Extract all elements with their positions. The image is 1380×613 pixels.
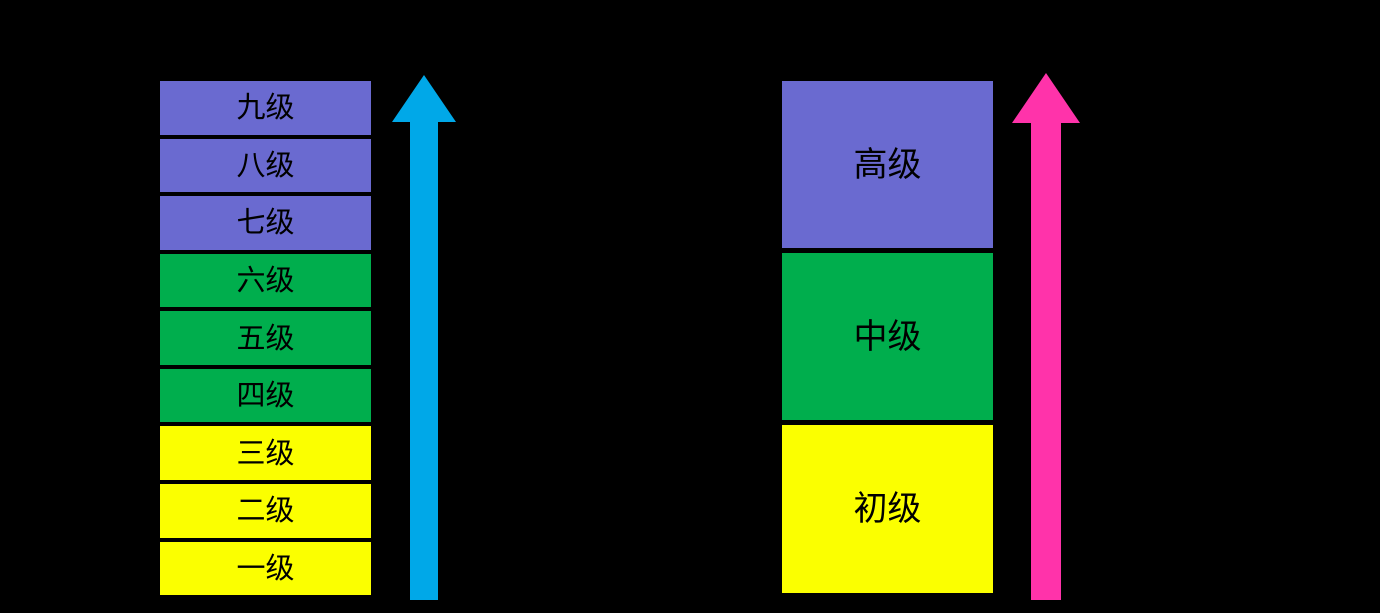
tier-label: 初级 bbox=[853, 489, 922, 529]
tier-label: 中级 bbox=[853, 316, 922, 357]
level-block-1[interactable]: 一级 bbox=[160, 541, 371, 596]
level-block-6[interactable]: 六级 bbox=[160, 253, 371, 308]
level-block-5[interactable]: 五级 bbox=[160, 311, 371, 365]
level-block-2[interactable]: 二级 bbox=[160, 483, 371, 538]
level-block-4[interactable]: 四级 bbox=[160, 368, 371, 423]
nine-level-ladder: 九级 八级 七级 六级 五级 四级 三级 二级 一级 bbox=[160, 81, 371, 596]
level-label: 九级 bbox=[236, 90, 295, 125]
tier-block-high[interactable]: 高级 bbox=[782, 81, 993, 248]
three-tier-ladder: 高级 中级 初级 bbox=[782, 81, 993, 593]
level-block-8[interactable]: 八级 bbox=[160, 138, 371, 193]
level-label: 七级 bbox=[236, 205, 295, 240]
level-label: 三级 bbox=[236, 435, 295, 470]
level-label: 八级 bbox=[236, 147, 295, 182]
level-label: 二级 bbox=[236, 493, 295, 528]
level-block-3[interactable]: 三级 bbox=[160, 426, 371, 480]
up-arrow-icon-left bbox=[392, 75, 456, 600]
level-label: 四级 bbox=[236, 378, 295, 413]
tier-label: 高级 bbox=[853, 144, 922, 185]
up-arrow-icon-right bbox=[1012, 73, 1080, 600]
tier-block-primary[interactable]: 初级 bbox=[782, 425, 993, 593]
level-block-9[interactable]: 九级 bbox=[160, 81, 371, 135]
level-label: 六级 bbox=[236, 262, 295, 297]
level-label: 一级 bbox=[236, 550, 295, 585]
tier-block-middle[interactable]: 中级 bbox=[782, 253, 993, 420]
level-label: 五级 bbox=[236, 320, 295, 355]
level-block-7[interactable]: 七级 bbox=[160, 196, 371, 250]
